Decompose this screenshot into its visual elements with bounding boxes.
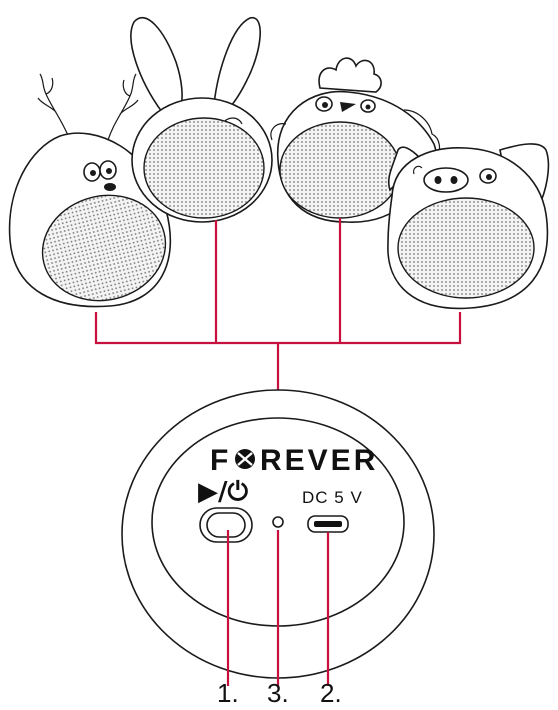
led-indicator bbox=[272, 516, 284, 528]
brand-suffix: REVER bbox=[260, 444, 378, 477]
dc-port-label: DC 5 V bbox=[302, 488, 363, 507]
callout-leaders bbox=[226, 530, 330, 686]
callout-charging-port: 2. bbox=[320, 678, 342, 708]
callout-power-button: 1. bbox=[217, 678, 239, 708]
rabbit-speaker-icon bbox=[130, 16, 273, 223]
forever-logo-icon bbox=[235, 449, 255, 469]
micro-usb-port[interactable] bbox=[307, 515, 349, 533]
callout-led: 3. bbox=[267, 678, 289, 708]
brand-logo: F REVER bbox=[210, 444, 378, 477]
play-power-icon: ▶/⏻ bbox=[198, 477, 248, 507]
reindeer-speaker-icon bbox=[8, 73, 172, 308]
pig-speaker-icon bbox=[387, 143, 550, 310]
leader-lines bbox=[94, 218, 462, 400]
brand-prefix: F bbox=[210, 444, 231, 477]
power-button[interactable] bbox=[199, 507, 253, 543]
